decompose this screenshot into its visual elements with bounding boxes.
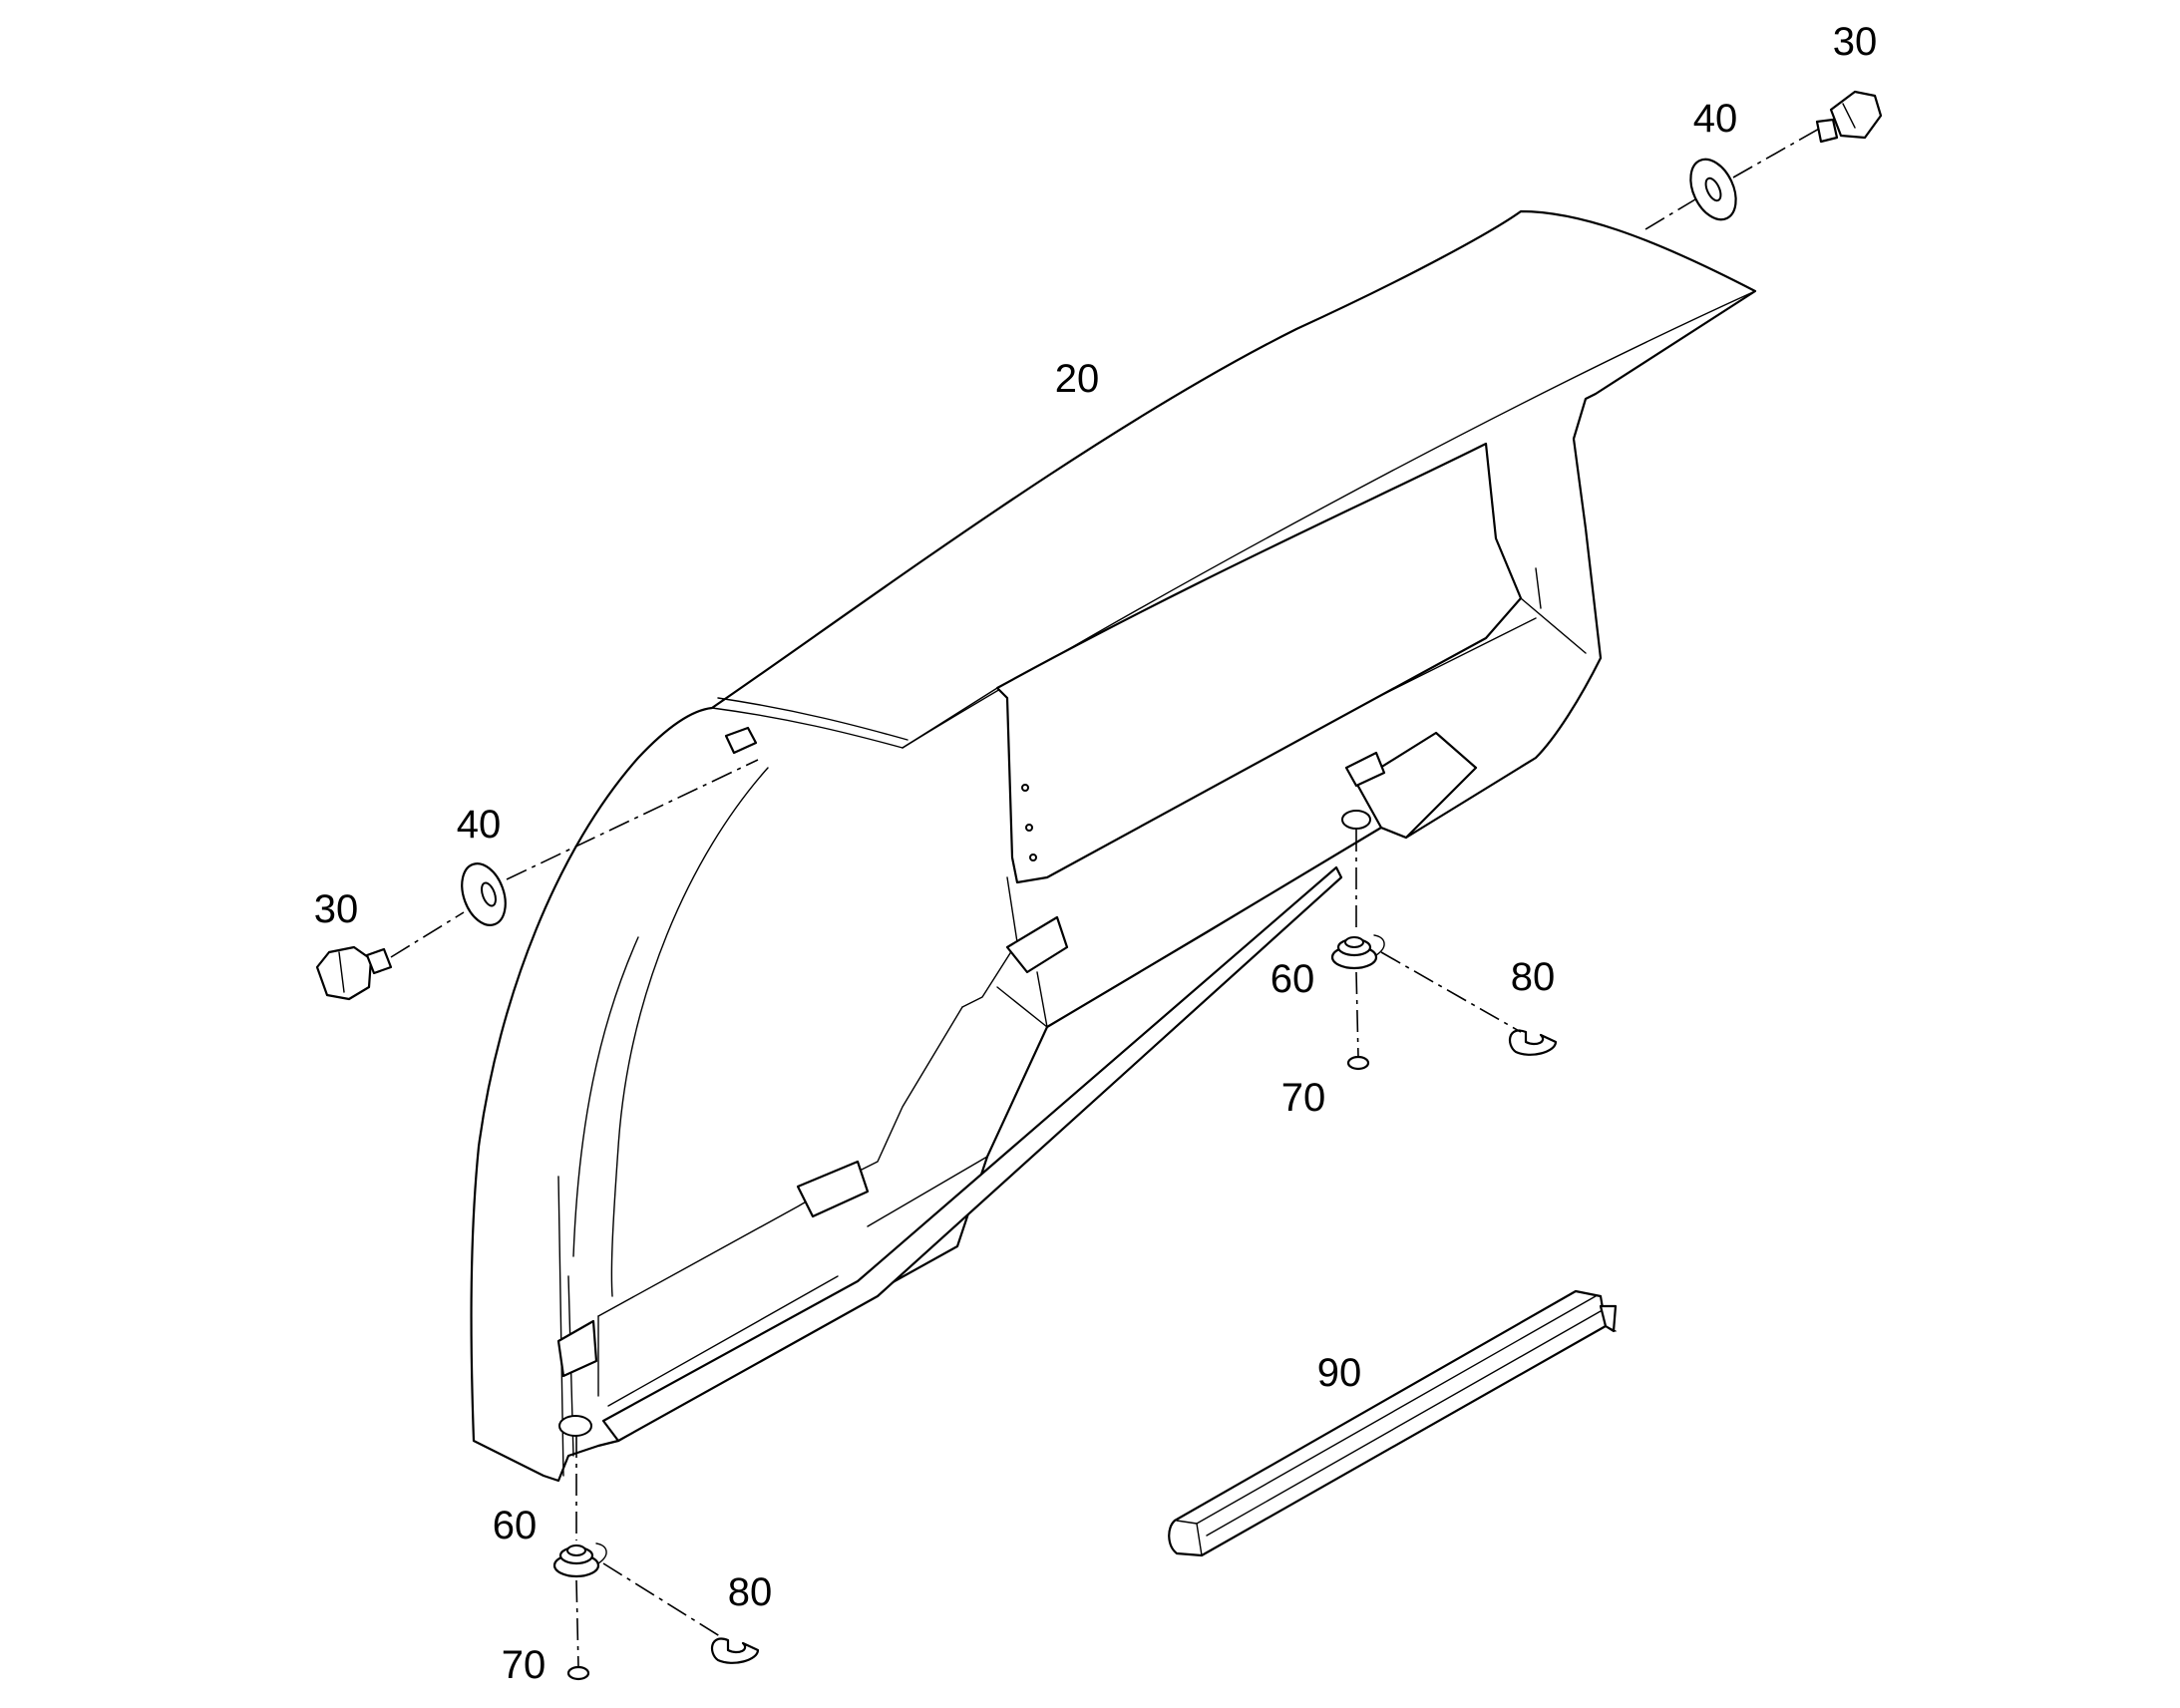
callout-grommet-right: 60 (1271, 957, 1315, 1001)
callout-pin-bottom: 70 (502, 1643, 546, 1687)
callout-clip-right: 80 (1511, 955, 1556, 999)
callout-washer-top: 40 (1693, 97, 1738, 141)
leader-left-fastener (390, 759, 759, 958)
washer-top (1689, 158, 1737, 221)
grommet-bottom (552, 1542, 607, 1578)
callout-edge-trim: 90 (1317, 1351, 1362, 1395)
edge-trim-part-90 (1168, 1289, 1618, 1557)
leader-right-grommet (1355, 830, 1522, 1058)
washer-left (461, 862, 507, 926)
callout-washer-left: 40 (457, 803, 502, 847)
pin-bottom (566, 1665, 590, 1681)
callout-grommet-bottom: 60 (493, 1504, 538, 1547)
bolt-left (315, 945, 393, 1001)
leader-bottom-grommet (575, 1436, 724, 1668)
housing-part-20 (470, 209, 1757, 1483)
pin-right (1346, 1055, 1370, 1071)
leader-top-fastener (1644, 127, 1822, 230)
callout-bolt-left: 30 (314, 887, 359, 931)
clip-right (1508, 1029, 1558, 1056)
callout-clip-bottom: 80 (728, 1570, 773, 1614)
callout-bolt-top: 30 (1833, 20, 1878, 64)
bolt-top (1815, 90, 1883, 144)
callout-pin-right: 70 (1281, 1076, 1326, 1120)
callout-housing: 20 (1055, 357, 1100, 401)
clip-bottom (710, 1637, 760, 1664)
grommet-right (1330, 934, 1385, 970)
